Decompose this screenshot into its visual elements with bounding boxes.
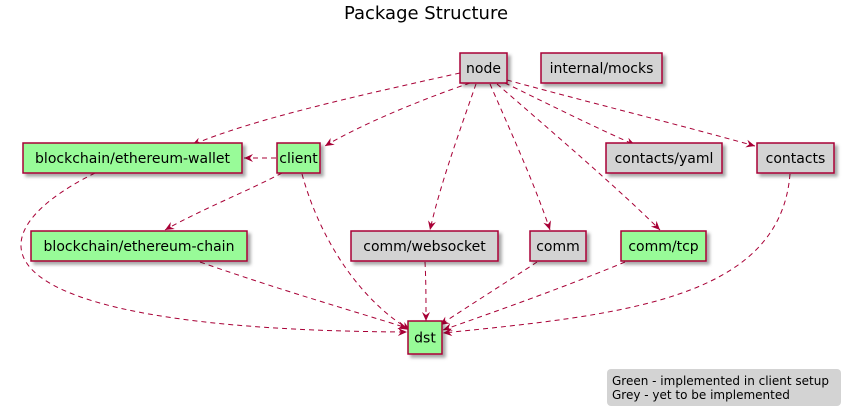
package-contacts: contacts — [756, 142, 835, 174]
edge-comm-websocket-to-dst — [421, 261, 430, 322]
package-dst: dst — [407, 320, 443, 355]
edge-node-to-contacts-yaml — [504, 82, 636, 146]
package-comm-websocket: comm/websocket — [350, 230, 499, 262]
nodes-layer: node internal/mocks blockchain/ethereum-wa… — [22, 52, 835, 355]
edge-client-to-dst — [301, 173, 411, 331]
package-ethereum-chain: blockchain/ethereum-chain — [30, 230, 248, 262]
edge-node-to-comm-websocket — [428, 83, 477, 231]
edge-node-to-client — [324, 82, 471, 147]
edge-client-to-ethereum-chain — [164, 172, 283, 231]
package-label-comm-tcp: comm/tcp — [628, 239, 698, 255]
package-label-contacts-yaml: contacts/yaml — [615, 151, 714, 167]
legend-box — [607, 369, 841, 406]
package-node: node — [459, 52, 508, 84]
package-contacts-yaml: contacts/yaml — [605, 142, 723, 174]
diagram-title: Package Structure — [344, 3, 508, 24]
edge-ethereum-wallet-to-dst — [20, 172, 408, 336]
edge-node-to-comm — [489, 83, 551, 231]
package-internal-mocks: internal/mocks — [540, 52, 663, 84]
package-box-ethereum-chain — [30, 230, 248, 262]
package-box-contacts-yaml — [605, 142, 723, 174]
package-label-ethereum-chain: blockchain/ethereum-chain — [44, 239, 235, 255]
edge-contacts-to-dst — [442, 173, 791, 337]
package-label-internal-mocks: internal/mocks — [550, 61, 654, 77]
package-box-node — [459, 52, 508, 84]
edge-node-to-ethereum-wallet — [191, 72, 461, 146]
package-comm-tcp: comm/tcp — [620, 230, 707, 262]
package-comm: comm — [529, 230, 587, 262]
package-label-comm: comm — [536, 239, 580, 255]
package-box-ethereum-wallet — [22, 142, 243, 174]
legend-line-implemented: Green - implemented in client setup — [612, 374, 829, 388]
legend-line-not-implemented: Grey - yet to be implemented — [612, 388, 790, 402]
package-box-contacts — [756, 142, 835, 174]
edge-ethereum-chain-to-dst — [199, 261, 408, 330]
package-box-client — [276, 142, 321, 174]
edges-layer — [20, 72, 791, 337]
package-box-comm-tcp — [620, 230, 707, 262]
package-ethereum-wallet: blockchain/ethereum-wallet — [22, 142, 243, 174]
package-label-ethereum-wallet: blockchain/ethereum-wallet — [35, 151, 230, 167]
edge-node-to-contacts — [506, 79, 756, 148]
package-label-contacts: contacts — [766, 151, 826, 167]
package-label-dst: dst — [414, 331, 436, 347]
package-client: client — [276, 142, 321, 174]
edge-comm-tcp-to-dst — [442, 261, 626, 331]
package-box-dst — [407, 320, 443, 355]
package-label-client: client — [279, 151, 318, 167]
package-label-node: node — [466, 61, 501, 77]
package-label-comm-websocket: comm/websocket — [363, 239, 486, 255]
edge-comm-to-dst — [439, 261, 538, 326]
legend: Green - implemented in client setup Grey… — [607, 369, 841, 406]
package-box-internal-mocks — [540, 52, 663, 84]
package-box-comm — [529, 230, 587, 262]
package-box-comm-websocket — [350, 230, 499, 262]
